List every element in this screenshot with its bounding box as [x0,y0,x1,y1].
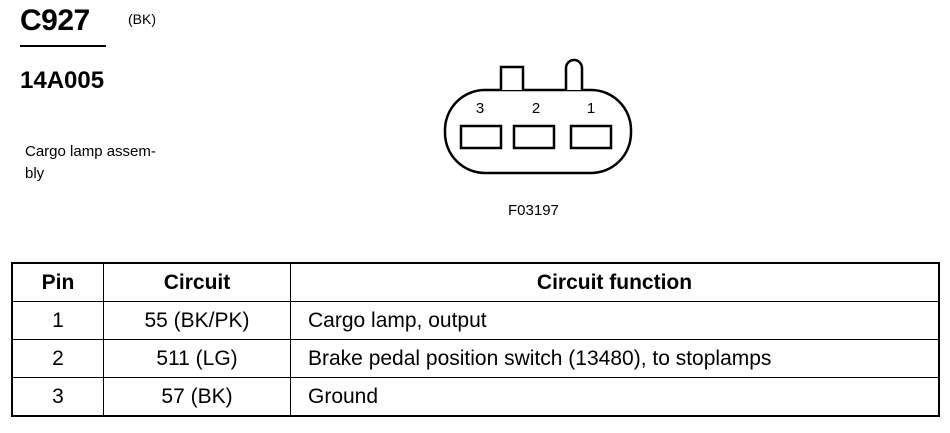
pin-cavity-1 [569,124,613,150]
description-line-1: Cargo lamp assem- [25,143,156,160]
header-circuit-function: Circuit function [290,262,940,302]
pin-cavity-2 [512,124,556,150]
pin-label-2: 2 [532,100,540,117]
pin-label-1: 1 [587,100,595,117]
table-row: 2 511 (LG) Brake pedal position switch (… [11,339,940,378]
cell-pin: 3 [11,377,104,417]
table-row: 3 57 (BK) Ground [11,377,940,417]
cell-pin: 2 [11,339,104,378]
connector-description: Cargo lamp assem- bly [25,141,195,185]
pin-cavity-3 [459,124,503,150]
cell-function: Cargo lamp, output [290,301,940,340]
cell-function: Ground [290,377,940,417]
part-number: 14A005 [20,67,105,94]
locking-tab-square [499,65,525,90]
cell-function: Brake pedal position switch (13480), to … [290,339,940,378]
cell-circuit: 55 (BK/PK) [103,301,291,340]
key-tab-rounded [564,58,584,90]
cell-pin: 1 [11,301,104,340]
cell-circuit: 57 (BK) [103,377,291,417]
table-row: 1 55 (BK/PK) Cargo lamp, output [11,301,940,340]
pin-label-3: 3 [476,100,484,117]
header-pin: Pin [11,262,104,302]
connector-color: (BK) [128,11,156,27]
figure-reference: F03197 [508,202,559,219]
connector-id-underline [20,45,106,47]
cell-circuit: 511 (LG) [103,339,291,378]
table-header-row: Pin Circuit Circuit function [11,262,940,302]
header-circuit: Circuit [103,262,291,302]
connector-face-diagram: 3 2 1 [443,58,633,175]
description-line-2: bly [25,165,45,182]
pin-table: Pin Circuit Circuit function 1 55 (BK/PK… [11,262,940,417]
connector-id: C927 [20,4,90,37]
